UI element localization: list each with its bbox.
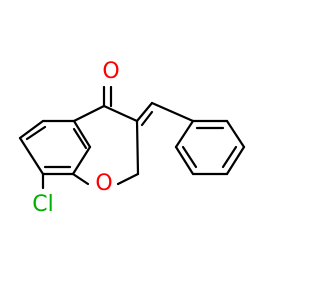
bond — [71, 172, 90, 186]
carbonyl-oxygen-label: O — [102, 59, 119, 84]
bond — [102, 104, 139, 123]
bond — [174, 119, 195, 149]
bond — [135, 101, 154, 123]
bond — [150, 101, 195, 123]
canvas-background — [0, 0, 300, 300]
benzylidene-linker — [135, 101, 195, 127]
bond — [72, 119, 92, 149]
bond — [225, 145, 246, 176]
aromatic-double-bond — [25, 125, 47, 141]
phenyl-ring — [174, 119, 246, 176]
bond — [116, 172, 140, 186]
bond — [72, 104, 106, 123]
bond — [18, 119, 45, 140]
ring-oxygen-label: O — [95, 171, 112, 196]
bond — [71, 145, 92, 176]
fused-benzene-ring — [18, 119, 92, 176]
exocyclic-double-bond — [140, 110, 154, 127]
bond — [18, 136, 45, 176]
bond — [225, 119, 246, 149]
molecule-structure: O O Cl — [0, 0, 300, 300]
bond — [135, 119, 140, 176]
chlorine-label: Cl — [32, 192, 53, 217]
carbonyl-group — [102, 85, 113, 108]
aromatic-double-bond — [221, 145, 238, 169]
bond — [174, 145, 195, 176]
aromatic-double-bond — [181, 145, 198, 169]
chromanone-ring — [71, 104, 140, 186]
aromatic-double-bond — [72, 127, 88, 150]
